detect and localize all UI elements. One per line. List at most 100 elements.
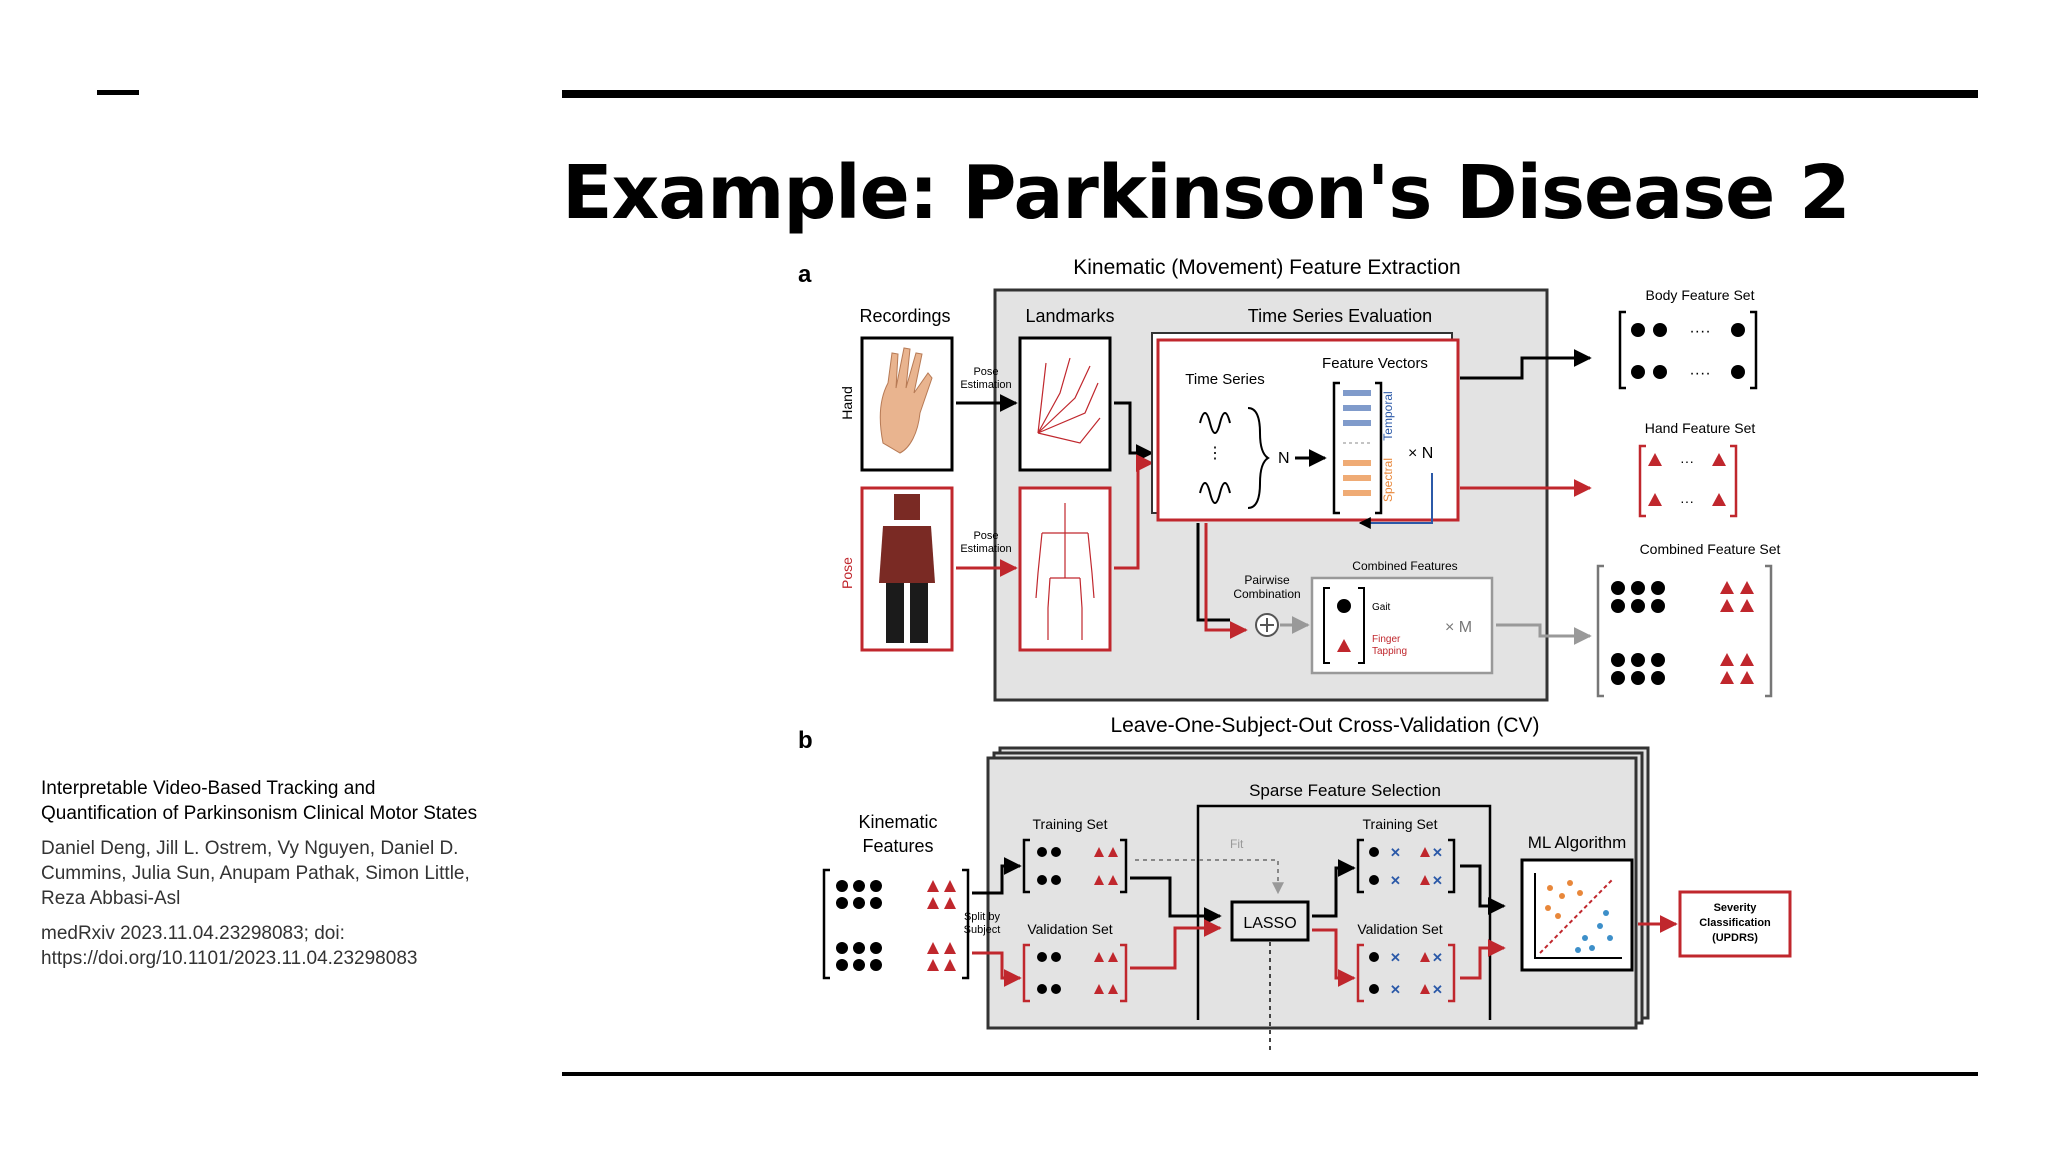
wave-2	[1199, 482, 1231, 504]
pose-est-label-2b: Estimation	[960, 543, 1011, 555]
svg-text:···: ···	[1680, 453, 1694, 469]
pairwise-label-2: Combination	[1233, 587, 1300, 601]
wave-ellipsis: ⋮	[1207, 445, 1223, 462]
lasso-label: LASSO	[1243, 915, 1296, 932]
arrow-pair-red	[1204, 523, 1248, 639]
hand-landmarks	[1018, 336, 1112, 472]
svg-text:✕: ✕	[1390, 982, 1401, 997]
panel-b-heading: Leave-One-Subject-Out Cross-Validation (…	[1110, 714, 1539, 737]
body-set-brackets	[1618, 310, 1758, 390]
body-set-label: Body Feature Set	[1646, 287, 1755, 303]
arrow-to-val-right	[1312, 928, 1356, 987]
wave-1	[1199, 412, 1231, 434]
validation-set-label-right: Validation Set	[1357, 921, 1442, 937]
validation-set-label-left: Validation Set	[1027, 921, 1112, 937]
panel-b-letter: b	[798, 727, 813, 754]
hand-label: Hand	[839, 386, 855, 419]
kinematic-label-1: Kinematic	[858, 812, 937, 832]
pose-skeleton	[1035, 503, 1095, 640]
time-series-eval-box	[1156, 338, 1460, 522]
n-label: N	[1278, 450, 1290, 467]
svg-text:····: ····	[1689, 365, 1710, 382]
panel-a-letter: a	[798, 261, 812, 288]
hand-set-matrix: ··· ···	[1648, 453, 1726, 509]
vector-entries	[1343, 390, 1371, 496]
combined-set-label: Combined Feature Set	[1640, 541, 1781, 557]
pairwise-label-1: Pairwise	[1244, 573, 1290, 587]
arrow-to-lasso	[1130, 876, 1222, 925]
pose-est-label-2a: Pose	[973, 530, 998, 542]
panel-b: b Leave-One-Subject-Out Cross-Validation…	[798, 714, 1792, 1053]
hand-image	[879, 347, 933, 454]
arrow-val-to-lasso	[1130, 919, 1222, 970]
hand-skeleton	[1037, 357, 1101, 444]
severity-label-1: Severity	[1714, 902, 1758, 914]
svg-text:····: ····	[1689, 323, 1710, 340]
svg-text:✕: ✕	[1432, 845, 1443, 860]
validation-left-brackets	[1022, 943, 1128, 1003]
arrow-landmarks-hand	[1114, 401, 1154, 462]
citation-reference: medRxiv 2023.11.04.23298083; doi: https:…	[41, 923, 418, 969]
arrow-to-train-right	[1312, 859, 1356, 918]
arrow-combined-set	[1496, 623, 1592, 645]
hand-set-label: Hand Feature Set	[1645, 420, 1756, 436]
finger-label-1: Finger	[1372, 634, 1401, 645]
panel-a-heading: Kinematic (Movement) Feature Extraction	[1073, 256, 1460, 279]
split-arrow-val	[972, 951, 1022, 987]
series-brace	[1247, 407, 1270, 509]
training-left-matrix	[1037, 847, 1118, 885]
corner-dash	[97, 90, 139, 95]
svg-text:✕: ✕	[1390, 950, 1401, 965]
finger-label-2: Tapping	[1372, 646, 1407, 657]
svg-text:✕: ✕	[1390, 873, 1401, 888]
kinematic-matrix	[836, 880, 956, 971]
times-n-label: × N	[1408, 445, 1433, 462]
hand-set-brackets	[1638, 444, 1738, 518]
arrow-train-to-ml	[1460, 864, 1506, 915]
vector-brackets	[1332, 381, 1383, 515]
arrow-val-to-ml	[1460, 939, 1506, 980]
arrow-pair-black	[1196, 523, 1230, 622]
pose-est-label-1a: Pose	[973, 366, 998, 378]
pose-est-label-1b: Estimation	[960, 379, 1011, 391]
citation-authors: Daniel Deng, Jill L. Ostrem, Vy Nguyen, …	[41, 838, 470, 909]
validation-right-brackets	[1356, 943, 1456, 1003]
svg-text:✕: ✕	[1432, 873, 1443, 888]
ml-box	[1520, 858, 1634, 972]
split-arrow-train	[972, 857, 1022, 895]
finger-triangle-icon	[1337, 639, 1351, 652]
person-image	[879, 494, 935, 643]
recordings-label: Recordings	[859, 306, 950, 326]
training-right-brackets	[1356, 838, 1456, 894]
top-rule	[562, 90, 1978, 98]
validation-right-matrix: ✕ ✕ ✕ ✕	[1369, 950, 1443, 997]
svg-text:···: ···	[1680, 493, 1694, 509]
combined-features-label: Combined Features	[1352, 559, 1457, 573]
severity-label-3: (UPDRS)	[1712, 932, 1758, 944]
split-label-2: Subject	[964, 924, 1001, 936]
arrow-body-set	[1460, 349, 1592, 380]
feature-vectors-label: Feature Vectors	[1322, 355, 1428, 372]
panel-a: a Kinematic (Movement) Feature Extractio…	[798, 256, 1781, 702]
combined-set-brackets	[1596, 564, 1773, 698]
body-set-matrix: ···· ····	[1631, 323, 1745, 382]
validation-left-matrix	[1037, 952, 1118, 994]
svg-text:✕: ✕	[1390, 845, 1401, 860]
combined-features-box	[1310, 576, 1494, 675]
times-m-label: × M	[1445, 619, 1472, 636]
svg-text:✕: ✕	[1432, 982, 1443, 997]
sparse-label: Sparse Feature Selection	[1249, 781, 1441, 800]
landmarks-label: Landmarks	[1025, 306, 1114, 326]
temporal-label: Temporal	[1381, 391, 1395, 440]
gait-dot-icon	[1337, 599, 1351, 613]
spectral-label: Spectral	[1381, 458, 1395, 502]
pose-label: Pose	[839, 557, 855, 589]
combined-brackets	[1323, 587, 1365, 664]
combined-set-matrix	[1611, 581, 1754, 685]
training-right-matrix: ✕ ✕ ✕ ✕	[1369, 845, 1443, 888]
slide-title: Example: Parkinson's Disease 2	[562, 150, 1851, 236]
feedback-arrow	[1358, 473, 1433, 529]
kinematic-label-2: Features	[862, 836, 933, 856]
severity-box	[1678, 890, 1792, 958]
bottom-rule	[562, 1072, 1978, 1076]
